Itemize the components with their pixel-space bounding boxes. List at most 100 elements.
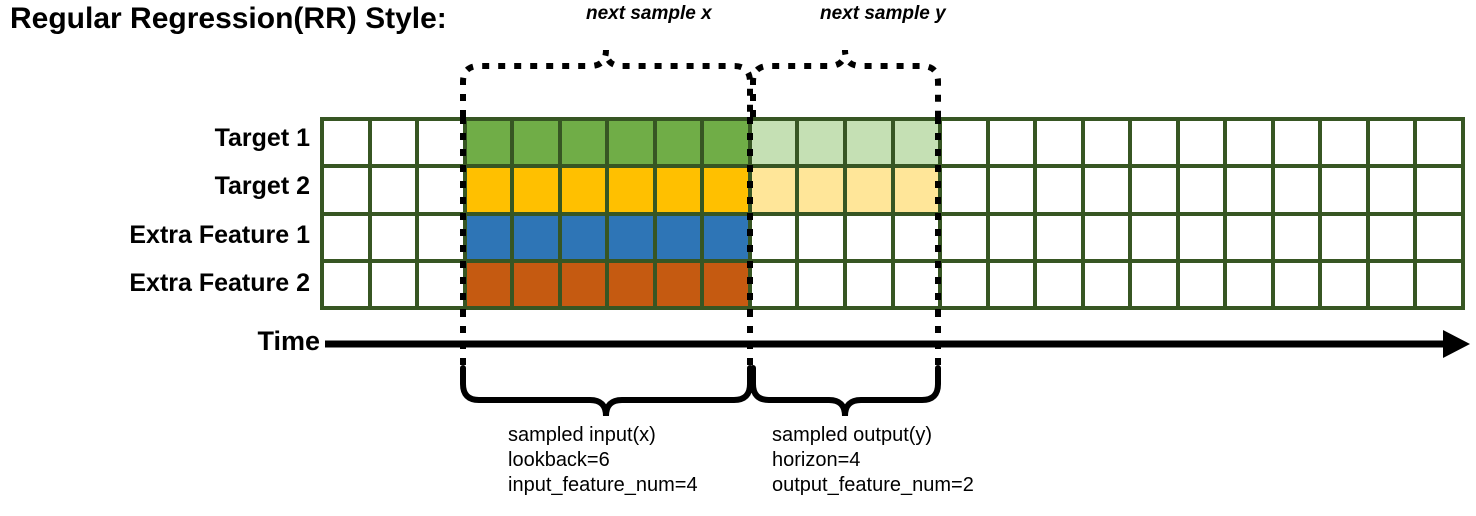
- annotation-next-sample-x: next sample x: [586, 3, 712, 24]
- brace-output-bottom: [750, 365, 941, 417]
- grid-cell: [1084, 215, 1129, 259]
- grid-cell: [1369, 215, 1414, 259]
- grid-cell: [1227, 168, 1271, 212]
- grid-cell: [466, 168, 511, 212]
- grid-cell: [324, 215, 368, 259]
- grid-cell: [1274, 215, 1319, 259]
- grid-cell: [704, 168, 748, 212]
- grid-cell: [1037, 168, 1081, 212]
- grid-cell: [609, 215, 653, 259]
- row-label-orange: Extra Feature 2: [129, 268, 310, 297]
- grid-cell: [989, 215, 1034, 259]
- grid-cell: [751, 215, 796, 259]
- grid-cell: [561, 215, 606, 259]
- grid-cell: [1132, 262, 1176, 306]
- grid-cell: [846, 215, 891, 259]
- caption-output-feature-num: output_feature_num=2: [772, 474, 974, 496]
- grid-cell: [419, 121, 463, 165]
- grid-cell: [371, 168, 416, 212]
- grid-cell: [561, 121, 606, 165]
- grid-cell: [704, 121, 748, 165]
- grid-cell: [1369, 121, 1414, 165]
- grid-cell: [751, 168, 796, 212]
- grid-cell: [609, 121, 653, 165]
- grid-cell: [609, 262, 653, 306]
- grid-cell: [514, 215, 558, 259]
- grid-cell: [466, 262, 511, 306]
- grid-cell: [1417, 262, 1461, 306]
- grid-cell: [1037, 262, 1081, 306]
- grid-cell: [894, 262, 939, 306]
- grid-cell: [799, 168, 843, 212]
- grid-cell: [514, 262, 558, 306]
- grid-cell: [371, 215, 416, 259]
- grid-cell: [751, 262, 796, 306]
- grid-cell: [989, 121, 1034, 165]
- brace-input-bottom: [460, 365, 753, 417]
- grid-cell: [1369, 168, 1414, 212]
- grid-cell: [1179, 215, 1224, 259]
- annotation-next-sample-y: next sample y: [820, 3, 946, 24]
- grid-cell: [656, 168, 701, 212]
- grid-cell: [656, 121, 701, 165]
- grid-cell: [1369, 262, 1414, 306]
- grid-cell: [656, 262, 701, 306]
- grid-cell: [1132, 121, 1176, 165]
- grid-cell: [799, 215, 843, 259]
- grid-cell: [799, 262, 843, 306]
- grid-cell: [1322, 215, 1366, 259]
- grid-cell: [942, 121, 986, 165]
- caption-output-title: sampled output(y): [772, 424, 933, 446]
- grid-cell: [1132, 168, 1176, 212]
- grid-cell: [704, 215, 748, 259]
- row-label-blue: Extra Feature 1: [129, 220, 310, 249]
- grid-cell: [799, 121, 843, 165]
- grid-cell: [1227, 215, 1271, 259]
- dotted-brace-output-top: [750, 49, 941, 117]
- grid-cell: [324, 262, 368, 306]
- grid-cell: [1322, 121, 1366, 165]
- caption-output-horizon: horizon=4: [772, 449, 861, 471]
- grid-cell: [1084, 121, 1129, 165]
- grid-cell: [1037, 215, 1081, 259]
- grid-cell: [1179, 262, 1224, 306]
- grid-cell: [1274, 121, 1319, 165]
- grid-cell: [1417, 168, 1461, 212]
- row-label-yellow: Target 2: [214, 172, 310, 201]
- grid-cell: [1322, 262, 1366, 306]
- grid-cell: [942, 262, 986, 306]
- caption-input-lookback: lookback=6: [508, 449, 610, 471]
- grid-cell: [989, 262, 1034, 306]
- grid-cell: [324, 168, 368, 212]
- caption-input-title: sampled input(x): [508, 424, 656, 446]
- grid-cell: [894, 215, 939, 259]
- page-title: Regular Regression(RR) Style:: [10, 2, 447, 35]
- grid-cell: [1037, 121, 1081, 165]
- caption-input-feature-num: input_feature_num=4: [508, 474, 698, 496]
- grid-cell: [419, 262, 463, 306]
- grid-cell: [942, 215, 986, 259]
- time-axis-arrowhead: [1443, 330, 1470, 358]
- grid-cell: [514, 121, 558, 165]
- grid-cell: [894, 121, 939, 165]
- grid-cell: [656, 215, 701, 259]
- grid-cell: [704, 262, 748, 306]
- grid-cell: [846, 168, 891, 212]
- caption-sampled-output: sampled output(y) horizon=4 output_featu…: [772, 423, 974, 498]
- grid-cell: [1322, 168, 1366, 212]
- timeline-grid: [320, 117, 1465, 310]
- grid-cell: [989, 168, 1034, 212]
- grid-cell: [846, 121, 891, 165]
- grid-cell: [466, 215, 511, 259]
- grid-cell: [1227, 262, 1271, 306]
- grid-cell: [1417, 121, 1461, 165]
- grid-cell: [324, 121, 368, 165]
- grid-cell: [561, 262, 606, 306]
- grid-cell: [1084, 262, 1129, 306]
- grid-cell: [894, 168, 939, 212]
- grid-cell: [1417, 215, 1461, 259]
- grid-cell: [1179, 121, 1224, 165]
- grid-cell: [1274, 262, 1319, 306]
